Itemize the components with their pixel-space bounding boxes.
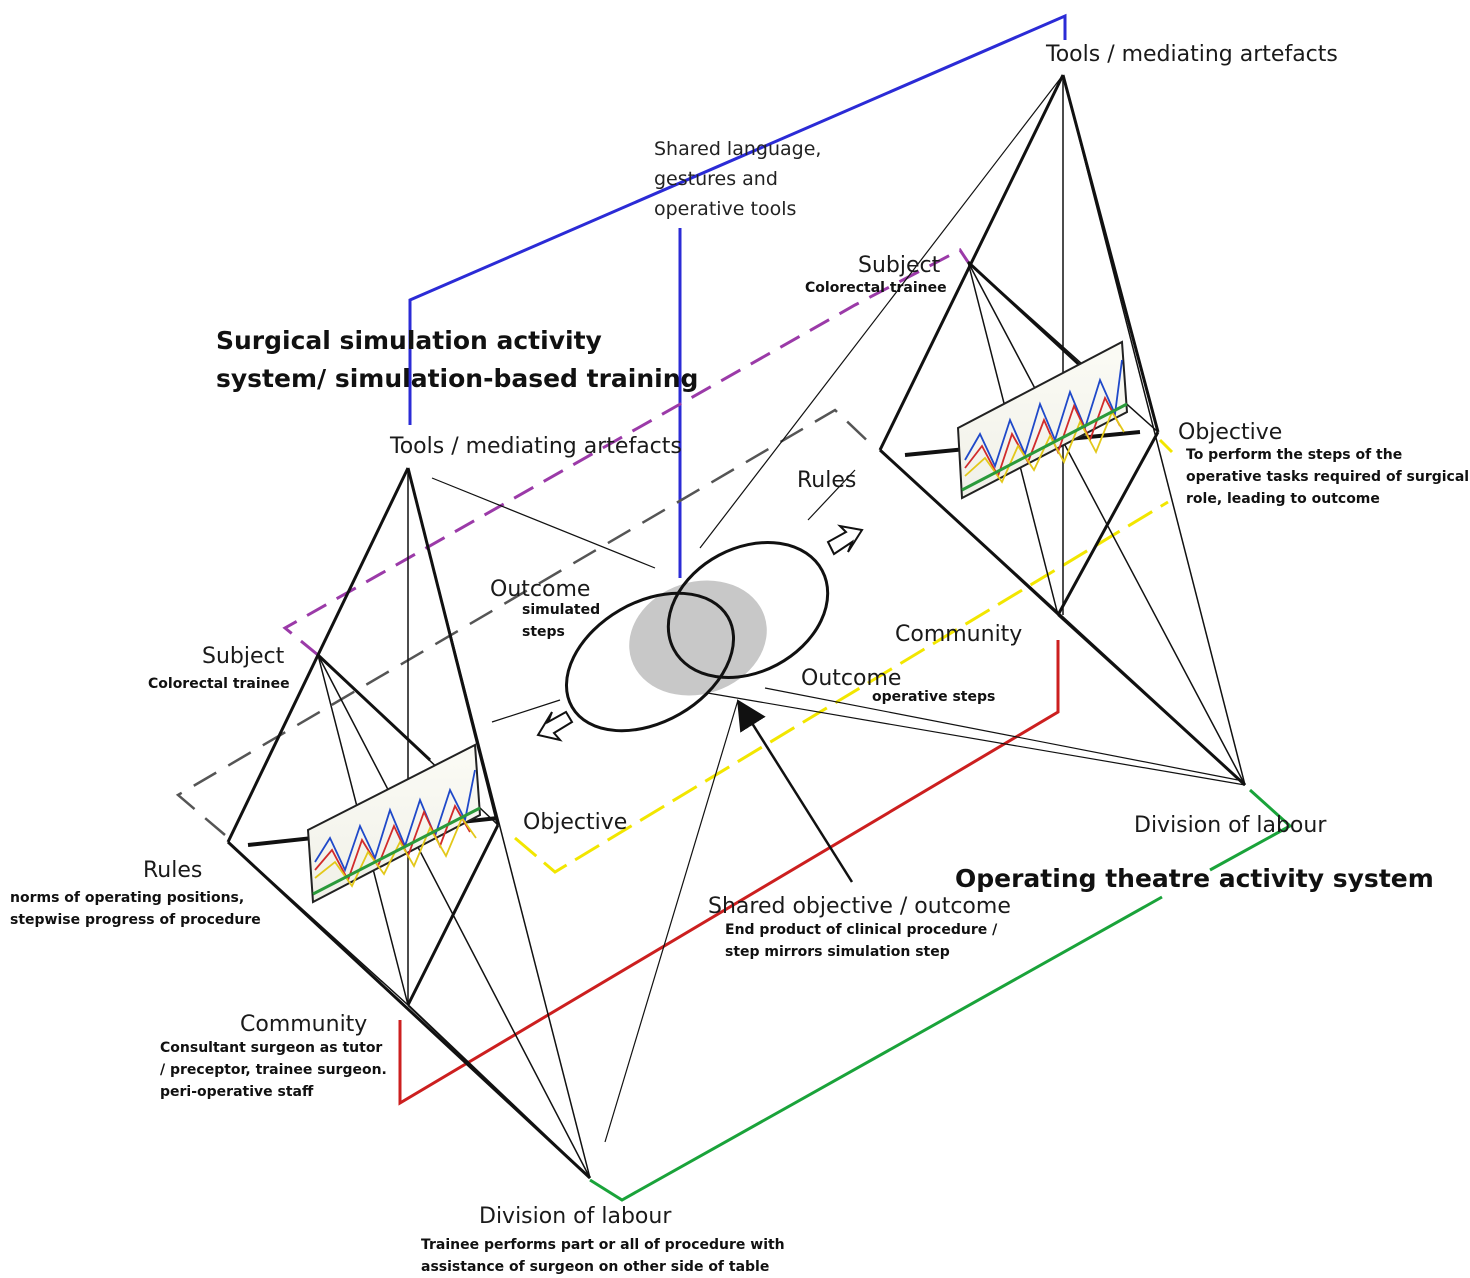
simulation-tools-label: Tools / mediating artefacts [390, 434, 682, 459]
shared-tools-line2: gestures and [654, 168, 778, 190]
simulation-rules-detail: norms of operating positions, stepwise p… [10, 887, 261, 931]
simulation-subject-label: Subject [202, 644, 285, 669]
operating-outcome-detail: operative steps [872, 689, 996, 705]
simulation-outcome-detail-2: steps [522, 624, 565, 640]
simulation-rules-detail-2: stepwise progress of procedure [10, 912, 261, 928]
operating-objective-detail: To perform the steps of the operative ta… [1186, 444, 1469, 510]
simulation-title-line1: Surgical simulation activity [216, 326, 602, 355]
operating-rules-label: Rules [797, 468, 857, 493]
objective-link-tick [1158, 438, 1174, 454]
simulation-outcome-detail: simulated steps [522, 599, 600, 643]
division-link-line-right [1209, 788, 1293, 872]
simulation-community-label: Community [240, 1012, 368, 1037]
shared-tools-line1: Shared language, [654, 138, 822, 160]
simulation-pyramid [226, 467, 592, 1180]
simulation-division-detail-2: assistance of surgeon on other side of t… [421, 1259, 770, 1275]
operating-pyramid [878, 74, 1247, 787]
simulation-rules-detail-1: norms of operating positions, [10, 890, 245, 906]
shared-objective-ellipses [564, 541, 830, 733]
simulation-subject-detail: Colorectal trainee [148, 676, 290, 692]
simulation-division-label: Division of labour [479, 1204, 672, 1229]
arrow-into-right-ellipse [826, 524, 864, 556]
rules-link-line [175, 408, 876, 836]
simulation-community-detail-2: / preceptor, trainee surgeon. [160, 1062, 387, 1078]
simulation-division-detail-1: Trainee performs part or all of procedur… [421, 1237, 785, 1253]
signal-trace-right [956, 340, 1129, 500]
simulation-community-detail-3: peri-operative staff [160, 1084, 314, 1100]
simulation-outcome-detail-1: simulated [522, 602, 601, 618]
signal-trace-left [306, 743, 482, 904]
operating-system-title: Operating theatre activity system [955, 864, 1434, 893]
operating-objective-detail-3: role, leading to outcome [1186, 491, 1380, 507]
arrow-into-left-ellipse [536, 710, 574, 742]
simulation-community-detail: Consultant surgeon as tutor / preceptor,… [160, 1037, 387, 1103]
simulation-title-line2: system/ simulation-based training [216, 364, 699, 393]
shared-objective-arrow [737, 699, 854, 883]
cross-lines [431, 74, 1246, 1143]
simulation-outcome-label: Outcome [490, 577, 591, 602]
operating-objective-label: Objective [1178, 420, 1283, 445]
operating-objective-detail-2: operative tasks required of surgical [1186, 469, 1470, 485]
simulation-division-detail: Trainee performs part or all of procedur… [421, 1234, 785, 1278]
shared-objective-detail: End product of clinical procedure / step… [725, 919, 997, 963]
operating-tools-label: Tools / mediating artefacts [1046, 42, 1338, 67]
tools-link-line [408, 13, 1067, 425]
simulation-system-title: Surgical simulation activity system/ sim… [216, 322, 698, 398]
subject-link-line [282, 248, 970, 657]
shared-tools-note: Shared language, gestures and operative … [654, 134, 821, 224]
operating-outcome-label: Outcome [801, 666, 902, 691]
operating-community-label: Community [895, 622, 1023, 647]
division-link-line [589, 895, 1163, 1202]
operating-subject-detail: Colorectal trainee [805, 280, 947, 296]
operating-subject-label: Subject [858, 253, 941, 278]
simulation-community-detail-1: Consultant surgeon as tutor [160, 1040, 383, 1056]
community-link-line [398, 640, 1060, 1106]
shared-objective-label: Shared objective / outcome [708, 894, 1011, 919]
objective-link-line [514, 500, 1169, 874]
simulation-rules-label: Rules [143, 858, 203, 883]
operating-objective-detail-1: To perform the steps of the [1186, 447, 1403, 463]
simulation-objective-label: Objective [523, 810, 628, 835]
shared-objective-detail-2: step mirrors simulation step [725, 944, 950, 960]
shared-objective-detail-1: End product of clinical procedure / [725, 922, 998, 938]
operating-division-label: Division of labour [1134, 813, 1327, 838]
shared-tools-line3: operative tools [654, 198, 797, 220]
